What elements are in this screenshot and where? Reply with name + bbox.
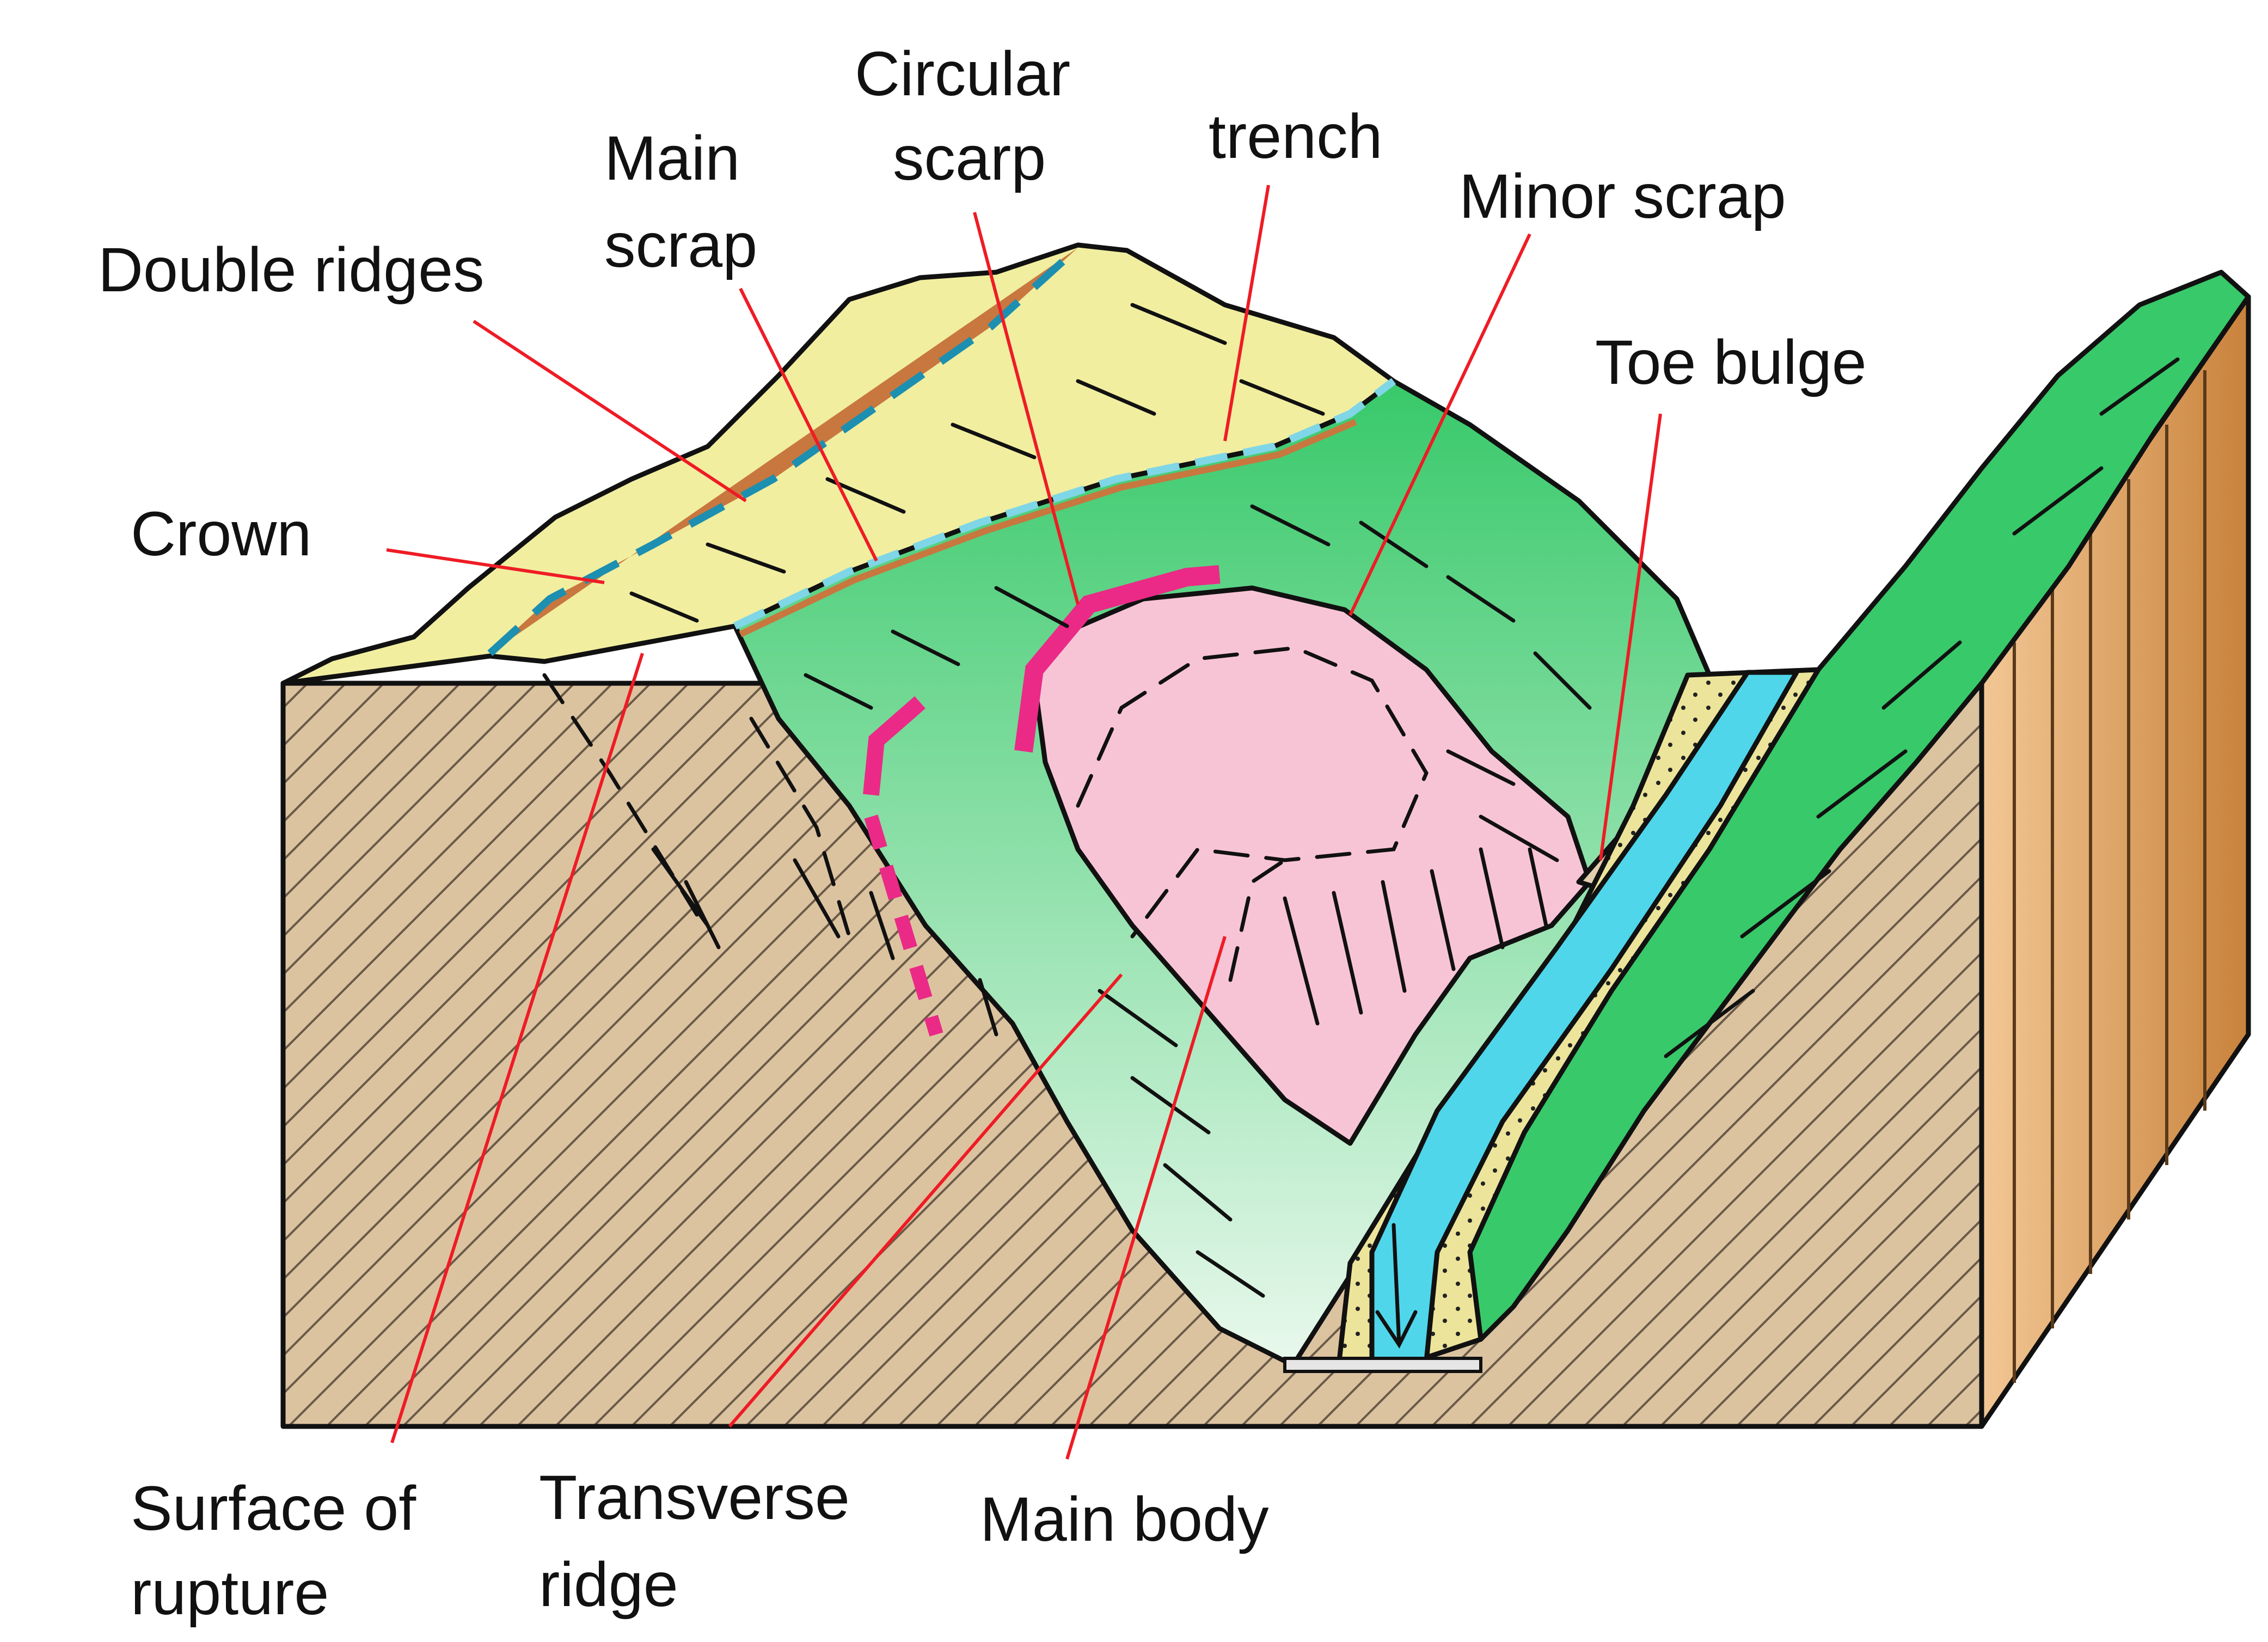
landslide-main-body (1032, 585, 1592, 1146)
circular-scarp-upper (1014, 565, 1221, 753)
label-toe-bulge: Toe bulge (1595, 328, 1867, 397)
label-main-scrap-line1: Main (604, 124, 740, 193)
leader-double-ridges (473, 320, 747, 503)
main-body-stripes (1283, 847, 1548, 1026)
terrain-hachures (629, 303, 2180, 1298)
label-transverse-ridge-line2: ridge (539, 1550, 678, 1620)
leader-crown (386, 548, 605, 584)
label-circular-scarp-line1: Circular (855, 39, 1070, 109)
subsurface-fault-marks (542, 673, 998, 1037)
label-main-body: Main body (980, 1485, 1269, 1554)
label-crown: Crown (131, 499, 311, 569)
leader-circular-scarp (973, 212, 1080, 605)
label-surface-of-rupture-line2: rupture (131, 1558, 329, 1628)
leader-main-body (1065, 936, 1227, 1460)
label-circular-scarp-line2: scarp (893, 124, 1046, 193)
main-scarp-band (733, 378, 1396, 630)
cliff-strata-lines (2013, 370, 2206, 1383)
rupture-surface-dashed (864, 814, 943, 1037)
valley-base (1283, 1357, 1482, 1373)
leader-surface-of-rupture (390, 653, 644, 1443)
label-trench: trench (1209, 102, 1383, 171)
labels: Double ridges Main scrap Circular scarp … (98, 39, 1867, 1628)
label-transverse-ridge-line1: Transverse (539, 1463, 850, 1533)
river-flow-arrow (1375, 1223, 1418, 1349)
leader-toe-bulge (1599, 413, 1662, 861)
leader-trench (1223, 185, 1270, 442)
leader-lines (386, 185, 1662, 1460)
circular-scarp-lower (863, 696, 925, 796)
label-double-ridges: Double ridges (98, 235, 485, 305)
main-body-dashed-zones (1076, 646, 1429, 982)
leader-transverse-ridge (728, 973, 1123, 1427)
leader-minor-scrap (1348, 233, 1531, 616)
label-minor-scrap: Minor scrap (1459, 162, 1786, 231)
crown-scarp-band (487, 244, 1081, 657)
label-surface-of-rupture-line1: Surface of (131, 1474, 416, 1543)
leader-main-scrap (739, 287, 878, 562)
label-main-scrap-line2: scrap (604, 211, 757, 280)
